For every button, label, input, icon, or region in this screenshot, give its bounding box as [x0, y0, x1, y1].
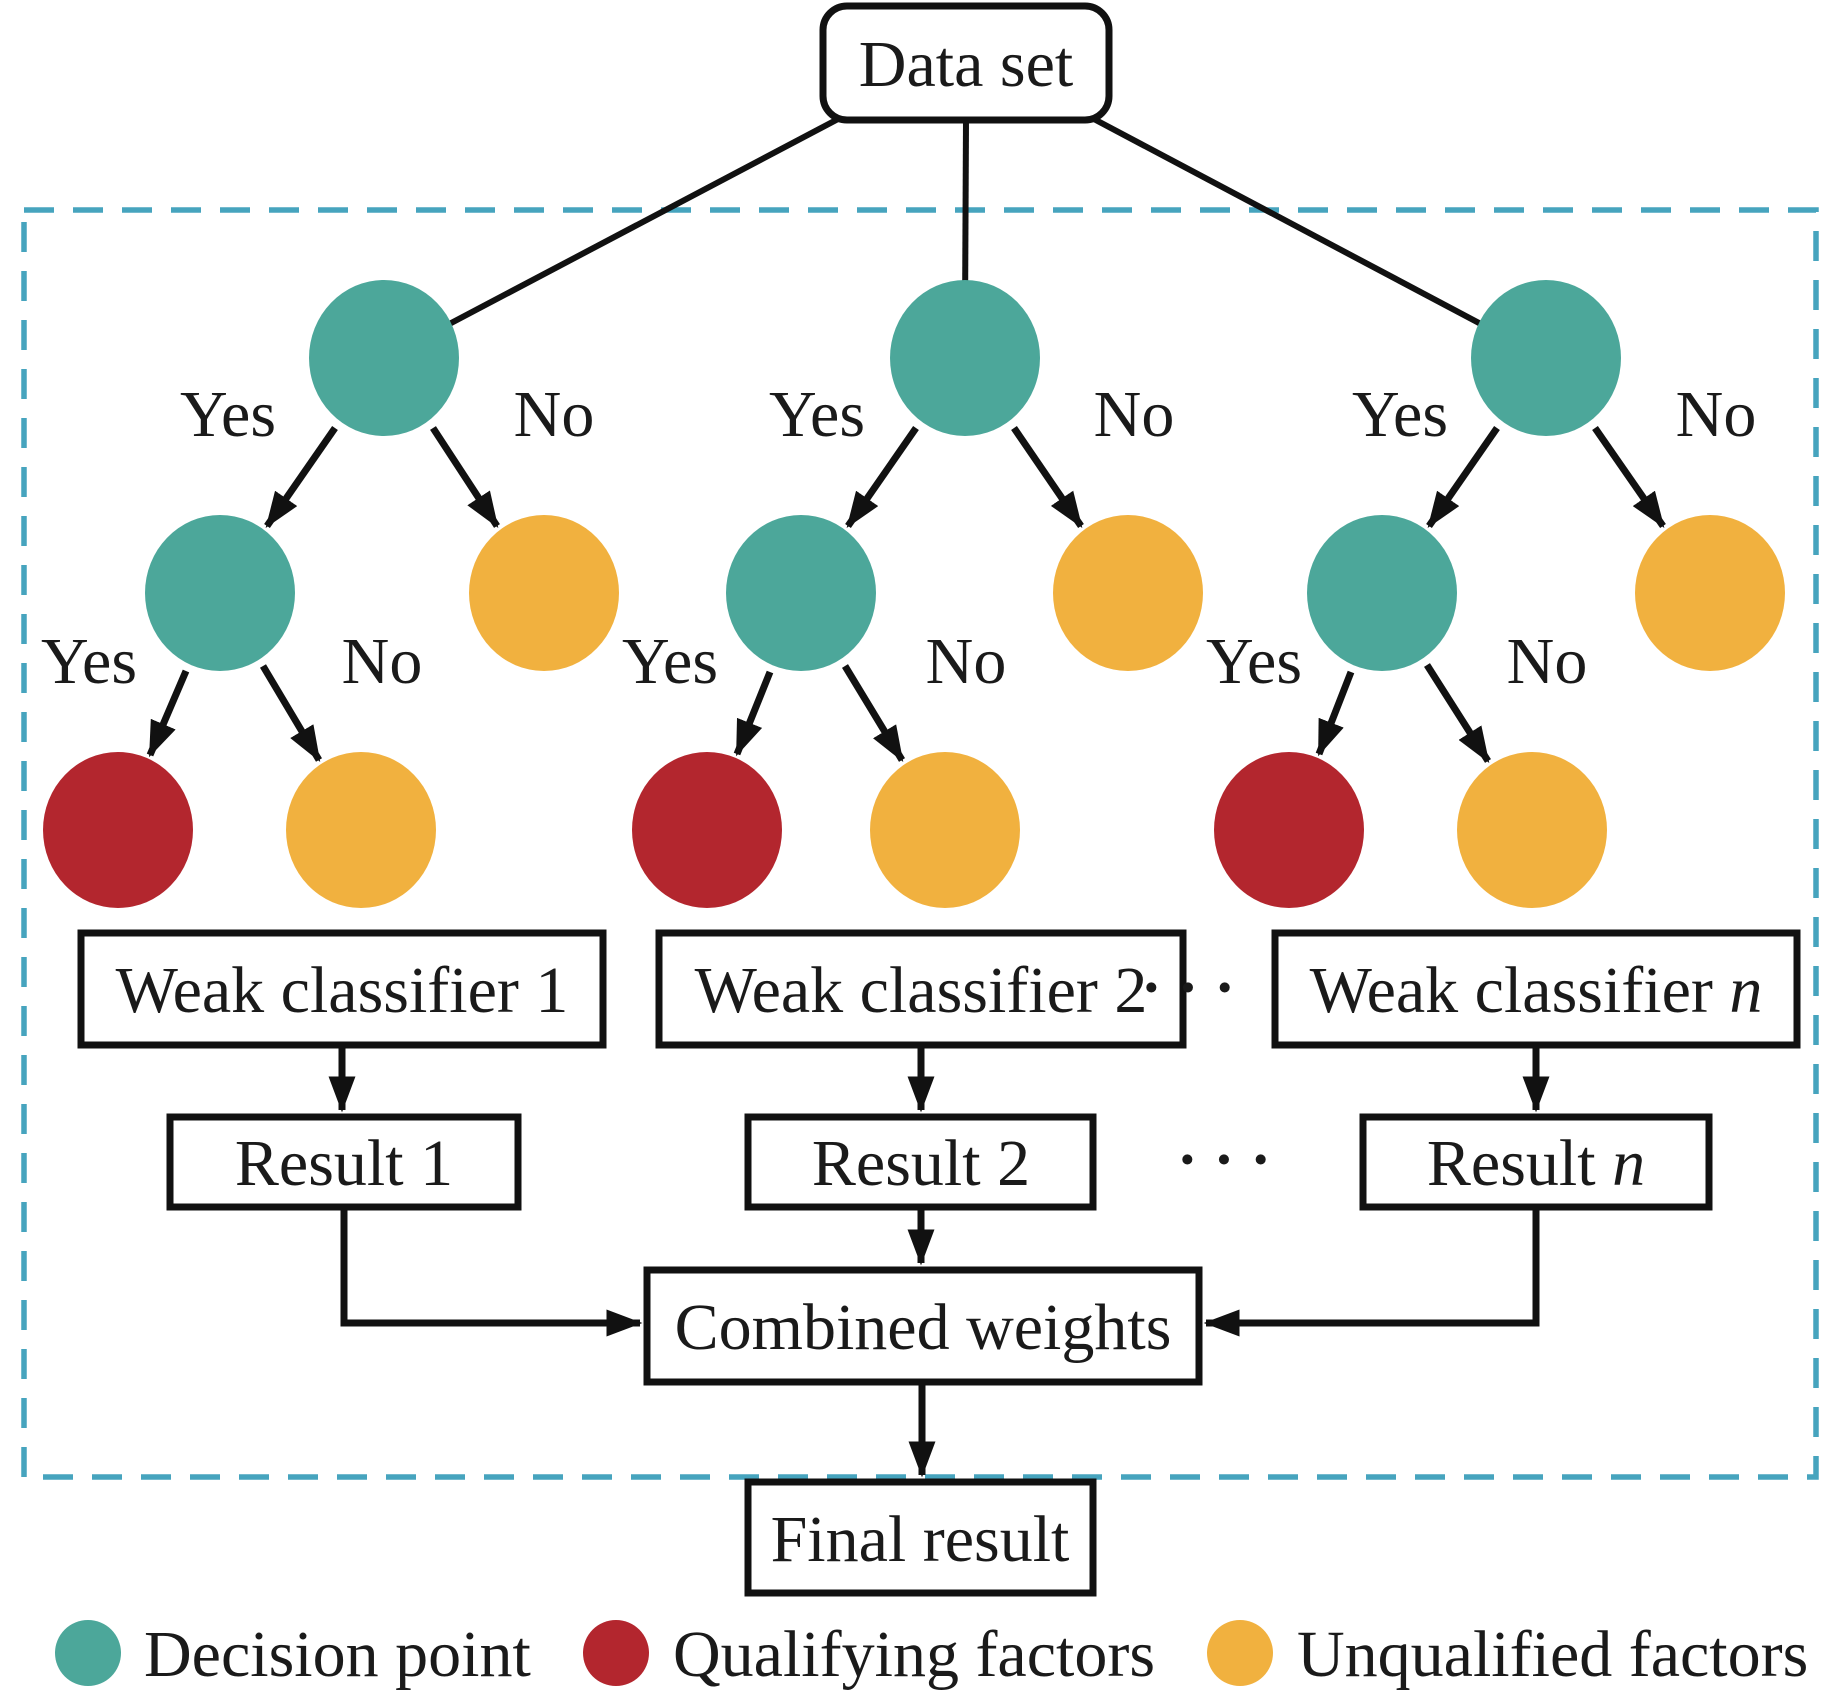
data-set-box: Data set — [819, 2, 1113, 124]
tree1-yes2-arrow — [146, 669, 190, 758]
tree-2: Yes No Yes No — [622, 280, 1203, 908]
weak-classifier-2-box: Weak classifier 2 — [655, 929, 1187, 1049]
yes-label: Yes — [41, 625, 137, 698]
weak-classifier-2-rect — [655, 929, 1187, 1049]
legend-qualifying-dot — [583, 1620, 649, 1686]
label-suffix: 1 — [535, 954, 568, 1027]
tree-1: Yes No Yes No — [41, 280, 619, 908]
result-1-label: Result 1 — [235, 1127, 453, 1200]
label-suffix: 2 — [1114, 954, 1147, 1027]
tree-3: Yes No Yes No — [1206, 280, 1785, 908]
tree3-no-arrow — [1592, 426, 1666, 528]
weak-classifier-1-box: Weak classifier 1 — [77, 929, 607, 1049]
combined-weights-box: Combined weights — [643, 1266, 1203, 1386]
unqualified-node — [870, 752, 1020, 908]
tree2-no2-arrow — [842, 664, 905, 763]
label-prefix: Result — [812, 1127, 997, 1200]
yes-label: Yes — [180, 378, 276, 451]
result-ellipsis: ··· — [1177, 1126, 1287, 1194]
yes-label: Yes — [622, 625, 718, 698]
tree3-yes2-arrow — [1315, 670, 1355, 757]
final-result-rect — [744, 1478, 1097, 1597]
weak-classifier-1-label: Weak classifier 1 — [116, 954, 569, 1027]
final-result-label: Final result — [771, 1503, 1070, 1576]
unqualified-node — [469, 515, 619, 671]
label-prefix: Weak classifier — [695, 954, 1115, 1027]
no-label: No — [1676, 378, 1757, 451]
weak-classifier-2-label: Weak classifier 2 — [695, 954, 1148, 1027]
result-n-box: Result n — [1359, 1113, 1713, 1211]
weak-classifier-1-rect — [77, 929, 607, 1049]
qualifying-node — [43, 752, 193, 908]
no-label: No — [514, 378, 595, 451]
legend-decision-dot — [55, 1620, 121, 1686]
result-2-rect — [744, 1113, 1097, 1211]
tree2-yes-arrow — [845, 426, 919, 528]
tree2-yes2-arrow — [733, 670, 774, 757]
label-suffix: 2 — [997, 1127, 1030, 1200]
legend: Decision point Qualifying factors Unqual… — [55, 1618, 1808, 1691]
decision-node — [309, 280, 459, 436]
combined-weights-rect — [643, 1266, 1203, 1386]
result-n-label: Result n — [1427, 1127, 1645, 1200]
data-set-rect — [819, 2, 1113, 124]
decision-node — [726, 515, 876, 671]
ensemble-dashed-border — [21, 207, 1819, 1480]
classifier-ellipsis: ··· — [1141, 954, 1251, 1022]
decision-node — [145, 515, 295, 671]
weak-classifier-n-rect — [1271, 929, 1801, 1049]
legend-unqualified-label: Unqualified factors — [1297, 1618, 1808, 1691]
tree2-no-arrow — [1011, 426, 1084, 528]
legend-qualifying-label: Qualifying factors — [673, 1618, 1155, 1691]
qualifying-node — [1214, 752, 1364, 908]
unqualified-node — [286, 752, 436, 908]
result-2-label: Result 2 — [812, 1127, 1030, 1200]
label-suffix: n — [1612, 1127, 1645, 1200]
weak-classifier-n-label: Weak classifier n — [1310, 954, 1763, 1027]
tree1-yes-arrow — [264, 426, 338, 528]
weak-classifier-n-box: Weak classifier n — [1271, 929, 1801, 1049]
combined-weights-label: Combined weights — [675, 1291, 1172, 1364]
result-2-box: Result 2 — [744, 1113, 1097, 1211]
result-n-rect — [1359, 1113, 1713, 1211]
tree3-yes-arrow — [1426, 426, 1500, 528]
unqualified-node — [1635, 515, 1785, 671]
legend-unqualified-dot — [1207, 1620, 1273, 1686]
tree1-no2-arrow — [259, 664, 323, 763]
label-prefix: Weak classifier — [116, 954, 536, 1027]
yes-label: Yes — [1352, 378, 1448, 451]
no-label: No — [342, 625, 423, 698]
label-prefix: Result — [235, 1127, 420, 1200]
label-suffix: n — [1729, 954, 1762, 1027]
no-label: No — [1094, 378, 1175, 451]
arrow-result1-combined — [340, 1207, 643, 1337]
decision-node — [890, 280, 1040, 436]
tree1-no-arrow — [430, 426, 500, 529]
result-1-box: Result 1 — [166, 1113, 522, 1211]
no-label: No — [926, 625, 1007, 698]
label-prefix: Result — [1427, 1127, 1612, 1200]
no-label: No — [1507, 625, 1588, 698]
final-result-box: Final result — [744, 1478, 1097, 1597]
unqualified-node — [1053, 515, 1203, 671]
yes-label: Yes — [1206, 625, 1302, 698]
tree3-no2-arrow — [1424, 663, 1491, 764]
decision-node — [1471, 280, 1621, 436]
decision-node — [1307, 515, 1457, 671]
arrow-resultn-combined — [1203, 1207, 1540, 1337]
label-suffix: 1 — [420, 1127, 453, 1200]
legend-decision-label: Decision point — [144, 1618, 531, 1691]
edge-dataset-tree1 — [398, 115, 842, 353]
result-1-rect — [166, 1113, 522, 1211]
data-set-label: Data set — [859, 28, 1073, 101]
edge-dataset-tree3 — [1090, 115, 1532, 353]
label-prefix: Weak classifier — [1310, 954, 1730, 1027]
qualifying-node — [632, 752, 782, 908]
unqualified-node — [1457, 752, 1607, 908]
yes-label: Yes — [769, 378, 865, 451]
